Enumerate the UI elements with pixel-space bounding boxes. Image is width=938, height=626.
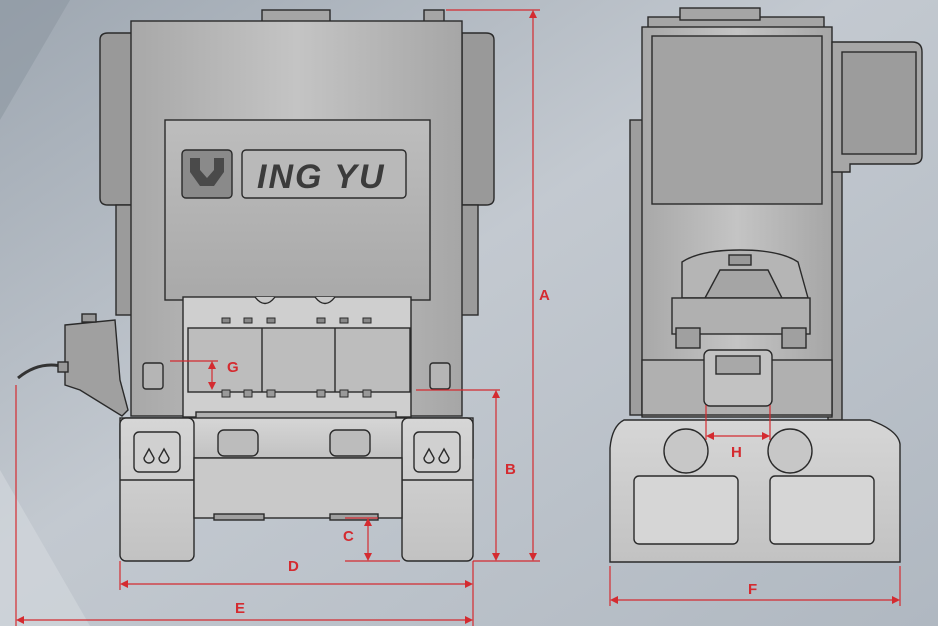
slide-gib-left: [675, 327, 701, 349]
side-view: [609, 7, 923, 563]
side-base-port-right: [767, 428, 813, 474]
dim-label-f: F: [748, 581, 757, 598]
dimension-lines: [15, 9, 901, 626]
side-upper-panel: [651, 35, 823, 205]
side-bolster-inner: [715, 355, 761, 375]
dimension-arrowheads: [16, 10, 900, 624]
right-wing-panel: [461, 32, 495, 206]
dim-label-b: B: [505, 461, 516, 478]
bed-opening-right: [329, 429, 371, 457]
clamp-marks-top: [221, 317, 372, 324]
right-side-window: [429, 362, 451, 390]
logo-plate: [241, 149, 407, 199]
side-top-block: [679, 7, 761, 21]
top-cap: [261, 9, 331, 23]
bed-center: [193, 457, 403, 519]
dim-label-h: H: [731, 444, 742, 461]
left-side-window: [142, 362, 164, 390]
motor-panel: [841, 51, 917, 155]
cable-gland: [57, 361, 69, 373]
clamp-marks-bottom: [221, 389, 372, 398]
slide-notch-left: [254, 296, 276, 305]
arch-cap: [728, 254, 752, 266]
front-plate: [164, 119, 431, 301]
slide-gib-right: [781, 327, 807, 349]
dim-label-g: G: [227, 359, 239, 376]
front-view: ING YU: [17, 9, 495, 562]
right-foot-panel: [413, 431, 461, 473]
left-foot-holes: [143, 447, 170, 464]
slide-notch-right: [314, 296, 336, 305]
side-base-port-left: [663, 428, 709, 474]
control-box-top: [81, 313, 97, 323]
dim-label-d: D: [288, 558, 299, 575]
brand-name: ING YU: [257, 158, 386, 196]
background-accent: [0, 0, 70, 120]
side-base-panel-left: [633, 475, 739, 545]
left-wing-panel: [99, 32, 133, 206]
emblem-symbol: [190, 158, 224, 186]
right-foot-holes: [423, 447, 450, 464]
side-base-panel-right: [769, 475, 875, 545]
background-accent-lower: [0, 470, 90, 626]
bed-slot-right: [329, 513, 379, 521]
top-knob: [423, 9, 445, 23]
control-box: [64, 319, 129, 417]
ingyu-emblem-icon: [181, 149, 233, 199]
bed-slot-left: [213, 513, 265, 521]
bed-opening-left: [217, 429, 259, 457]
dim-label-c: C: [343, 528, 354, 545]
dim-label-e: E: [235, 600, 245, 617]
dim-label-a: A: [539, 287, 550, 304]
right-side-frame: [459, 204, 479, 316]
slide-area: [187, 327, 411, 393]
left-foot-panel: [133, 431, 181, 473]
